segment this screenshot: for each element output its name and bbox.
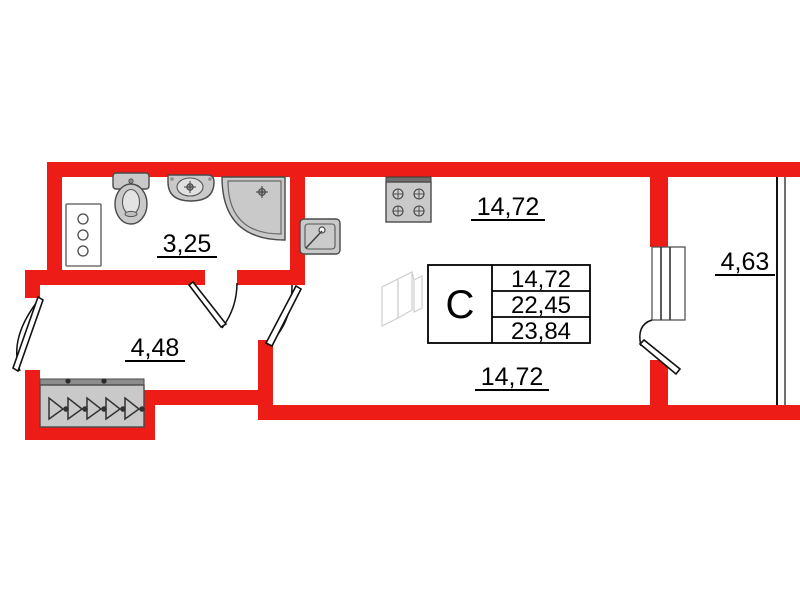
balcony-glazing: [776, 177, 786, 405]
area-label-balcony-text: 4,63: [721, 248, 770, 276]
area-label-bathroom-text: 3,25: [163, 230, 212, 258]
riser-panel-fixture: [65, 203, 102, 267]
kitchen-stove-fixture: [385, 176, 432, 223]
wall-wardrobe-alcove-left: [25, 370, 40, 440]
area-label-living-bottom-text: 14,72: [481, 363, 544, 391]
room-door: [264, 284, 303, 348]
bathroom-door: [187, 280, 238, 329]
wall-top-main: [47, 162, 655, 177]
wardrobe-fixture: [39, 378, 145, 428]
balcony-door: [638, 246, 686, 376]
wall-left-bathroom: [47, 162, 62, 272]
wall-top-balcony: [655, 162, 800, 177]
spec-value-row-1: 14,72: [511, 266, 571, 293]
area-label-living-top: 14,72: [471, 193, 545, 221]
wall-bathroom-bottom-left: [25, 270, 205, 285]
area-label-balcony: 4,63: [715, 248, 775, 276]
folding-door-sketch: [381, 271, 423, 327]
area-label-hallway-text: 4,48: [131, 334, 180, 362]
wall-balcony-partition-upper: [650, 162, 668, 247]
apartment-spec-box: С 14,72 22,45 23,84: [427, 264, 591, 345]
area-label-living-top-text: 14,72: [477, 193, 540, 221]
spec-value-row-3: 23,84: [511, 318, 571, 345]
wall-bathroom-right: [290, 162, 305, 285]
toilet-fixture: [112, 172, 150, 225]
wall-structure: [25, 162, 800, 440]
wall-bathroom-bottom-right: [237, 270, 305, 285]
area-label-hallway: 4,48: [125, 334, 185, 362]
wall-hall-left-nub: [25, 270, 40, 298]
wall-wardrobe-alcove-bottom: [25, 425, 155, 440]
entrance-door: [12, 295, 44, 373]
spec-value-row-2: 22,45: [511, 292, 571, 319]
wall-hall-step: [140, 390, 273, 405]
wall-bottom-balcony: [650, 405, 800, 420]
corner-shower-fixture: [221, 176, 286, 241]
area-label-bathroom: 3,25: [157, 230, 217, 258]
washbasin-fixture: [167, 174, 215, 202]
wall-bottom-main: [258, 405, 655, 420]
spec-type-label: С: [446, 283, 475, 327]
washing-machine-fixture: [299, 218, 341, 255]
area-label-living-bottom: 14,72: [475, 363, 549, 391]
wall-hall-right: [258, 340, 273, 405]
